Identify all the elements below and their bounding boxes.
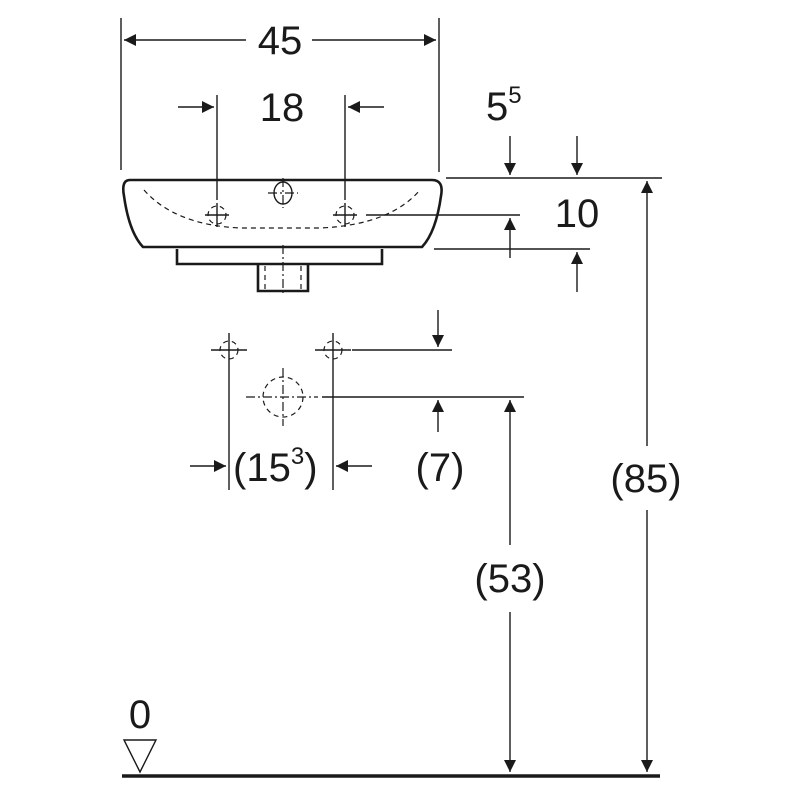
connection-offset-label: (7) — [416, 446, 465, 490]
supply-connection-right — [315, 333, 351, 367]
connection-spacing-base: 15 — [246, 446, 291, 490]
waste-height-label: (53) — [474, 557, 545, 601]
floor-level-triangle — [122, 739, 158, 774]
floor-level-label: 0 — [129, 693, 151, 737]
rim-offset-label: 55 — [486, 82, 522, 129]
rim-offset-base: 5 — [486, 85, 508, 129]
bowl-contour — [143, 189, 421, 229]
tap-hole-right — [333, 203, 357, 227]
washbasin — [121, 178, 443, 296]
rim-offset-sup: 5 — [508, 82, 521, 109]
tap-hole-left — [205, 203, 229, 227]
connection-spacing-sup: 3 — [291, 443, 304, 470]
basin-underside — [175, 249, 384, 266]
floor — [122, 739, 660, 778]
wall-connections — [211, 333, 524, 490]
dimension-tap-spacing — [178, 95, 384, 200]
waste-connection — [246, 368, 318, 426]
width-label: 45 — [258, 19, 303, 63]
connection-spacing-label: (153) — [233, 443, 318, 490]
connection-spacing-close: ) — [304, 446, 317, 490]
dimension-width — [120, 18, 440, 172]
supply-connection-left — [211, 333, 247, 367]
tap-spacing-label: 18 — [260, 86, 305, 130]
bowl-depth-label: 10 — [555, 192, 600, 236]
basin-outline — [121, 178, 443, 249]
connection-spacing-open: ( — [233, 446, 247, 490]
rim-height-label: (85) — [610, 457, 681, 501]
